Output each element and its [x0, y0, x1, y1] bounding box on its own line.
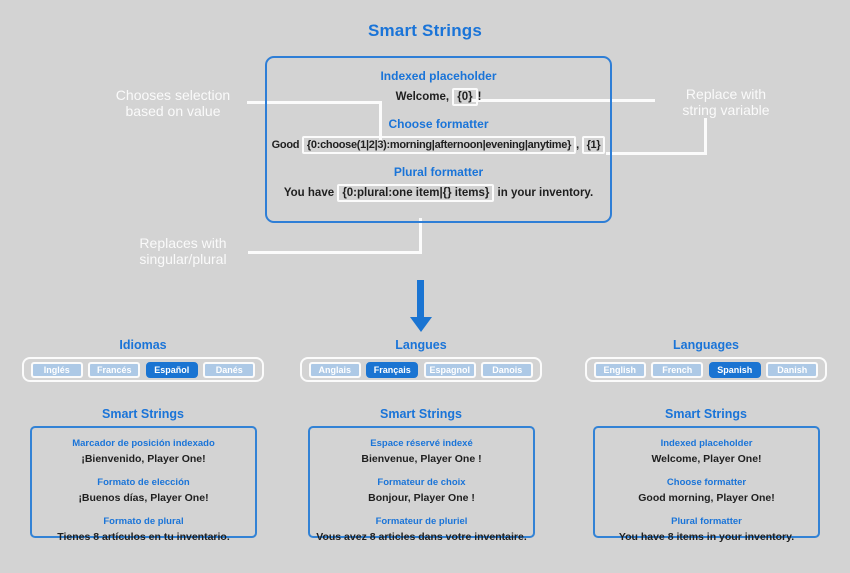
down-arrow-shaft: [417, 280, 424, 317]
connector-replace-vertical: [704, 118, 707, 155]
result-entry-value: Good morning, Player One!: [638, 492, 775, 504]
connector-choose-vertical: [379, 101, 382, 145]
result-entry-label: Espace réservé indexé: [370, 438, 473, 449]
plural-formatter-section: Plural formatter You have {0:plural:one …: [267, 165, 610, 202]
pattern-text: !: [477, 91, 482, 103]
result-card-heading-fr: Smart Strings: [380, 407, 462, 421]
connector-plural-vertical: [419, 218, 422, 254]
result-entry-label: Formato de plural: [103, 516, 184, 527]
indexed-placeholder-section: Indexed placeholder Welcome, {0}!: [267, 69, 610, 106]
language-pill-anglais[interactable]: Anglais: [308, 361, 361, 378]
pattern-text: Welcome,: [395, 91, 453, 103]
page-title: Smart Strings: [367, 21, 483, 40]
language-pill-french[interactable]: French: [651, 361, 704, 378]
language-pill-espanol-selected[interactable]: Español: [145, 361, 198, 378]
result-entry-label: Formateur de choix: [377, 477, 466, 488]
choose-formatter-heading: Choose formatter: [388, 117, 489, 131]
pattern-text: ,: [576, 139, 582, 151]
result-entry-value: Bonjour, Player One !: [368, 492, 475, 504]
language-pill-english[interactable]: English: [593, 361, 646, 378]
language-selector-fr: Anglais Français Espagnol Danois: [300, 357, 542, 382]
choose-formatter-section: Choose formatter Good {0:choose(1|2|3):m…: [267, 117, 610, 154]
result-entry: Formateur de pluriel Vous avez 8 article…: [310, 516, 533, 543]
french-column: Langues Anglais Français Espagnol Danois…: [300, 338, 542, 543]
result-card-en: Indexed placeholder Welcome, Player One!…: [593, 426, 820, 543]
language-selector-heading-es: Idiomas: [119, 338, 167, 352]
language-pill-danois[interactable]: Danois: [481, 361, 534, 378]
result-entry-value: Welcome, Player One!: [651, 453, 762, 465]
string-variable-token: {1}: [581, 136, 606, 154]
result-entry-label: Marcador de posición indexado: [72, 438, 215, 449]
language-pill-espagnol[interactable]: Espagnol: [423, 361, 476, 378]
spanish-column: Idiomas Inglés Francés Español Danés Sma…: [22, 338, 264, 543]
plural-formatter-pattern: You have {0:plural:one item|{} items} in…: [267, 184, 610, 202]
result-entry-label: Formateur de pluriel: [375, 516, 468, 527]
result-entry-value: Bienvenue, Player One !: [361, 453, 482, 465]
connector-choose-horizontal: [247, 101, 382, 104]
pattern-text: You have: [283, 187, 338, 199]
plural-token: {0:plural:one item|{} items}: [337, 184, 495, 202]
result-entry: Formateur de choix Bonjour, Player One !: [310, 477, 533, 504]
result-entry-value: ¡Bienvenido, Player One!: [81, 453, 206, 465]
choose-token: {0:choose(1|2|3):morning|afternoon|eveni…: [301, 136, 577, 154]
language-selector-heading-en: Languages: [673, 338, 739, 352]
result-card-es: Marcador de posición indexado ¡Bienvenid…: [30, 426, 257, 543]
result-card-fr: Espace réservé indexé Bienvenue, Player …: [308, 426, 535, 543]
pattern-text: Good: [271, 139, 302, 151]
language-pill-spanish-selected[interactable]: Spanish: [708, 361, 761, 378]
result-entry: Marcador de posición indexado ¡Bienvenid…: [32, 438, 255, 465]
indexed-placeholder-pattern: Welcome, {0}!: [267, 88, 610, 106]
result-entry-value: You have 8 items in your inventory.: [618, 531, 795, 543]
indexed-placeholder-heading: Indexed placeholder: [380, 69, 497, 83]
result-entry-value: Vous avez 8 articles dans votre inventai…: [316, 531, 527, 543]
down-arrow-icon: [410, 317, 432, 332]
result-entry-label: Plural formatter: [671, 516, 742, 527]
language-selector-heading-fr: Langues: [395, 338, 447, 352]
replaces-singular-plural-note: Replaces with singular/plural: [139, 235, 227, 267]
language-pill-frances[interactable]: Francés: [88, 361, 141, 378]
chooses-selection-note: Chooses selection based on value: [115, 87, 231, 119]
language-selector-en: English French Spanish Danish: [585, 357, 827, 382]
result-entry: Espace réservé indexé Bienvenue, Player …: [310, 438, 533, 465]
placeholder-token: {0}: [452, 88, 478, 106]
result-card-heading-es: Smart Strings: [102, 407, 184, 421]
smart-strings-pattern-box: Indexed placeholder Welcome, {0}! Choose…: [265, 56, 612, 223]
result-entry: Choose formatter Good morning, Player On…: [595, 477, 818, 504]
result-entry-label: Choose formatter: [666, 477, 747, 488]
result-entry: Formato de elección ¡Buenos días, Player…: [32, 477, 255, 504]
language-selector-es: Inglés Francés Español Danés: [22, 357, 264, 382]
plural-formatter-heading: Plural formatter: [393, 165, 484, 179]
pattern-text: in your inventory.: [494, 187, 594, 199]
result-card-heading-en: Smart Strings: [665, 407, 747, 421]
result-entry: Plural formatter You have 8 items in you…: [595, 516, 818, 543]
replace-with-string-variable-note: Replace with string variable: [682, 86, 770, 118]
language-pill-francais-selected[interactable]: Français: [366, 361, 419, 378]
result-entry: Formato de plural Tienes 8 artículos en …: [32, 516, 255, 543]
connector-replace-bottom: [606, 152, 707, 155]
connector-plural-horizontal: [248, 251, 422, 254]
result-entry-label: Indexed placeholder: [660, 438, 753, 449]
connector-replace-top: [472, 99, 655, 102]
english-column: Languages English French Spanish Danish …: [585, 338, 827, 543]
result-entry-value: Tienes 8 artículos en tu inventario.: [57, 531, 230, 543]
language-pill-danish[interactable]: Danish: [766, 361, 819, 378]
result-entry: Indexed placeholder Welcome, Player One!: [595, 438, 818, 465]
language-pill-danes[interactable]: Danés: [203, 361, 256, 378]
language-pill-ingles[interactable]: Inglés: [30, 361, 83, 378]
result-entry-label: Formato de elección: [97, 477, 190, 488]
result-entry-value: ¡Buenos días, Player One!: [78, 492, 209, 504]
choose-formatter-pattern: Good {0:choose(1|2|3):morning|afternoon|…: [267, 136, 610, 154]
